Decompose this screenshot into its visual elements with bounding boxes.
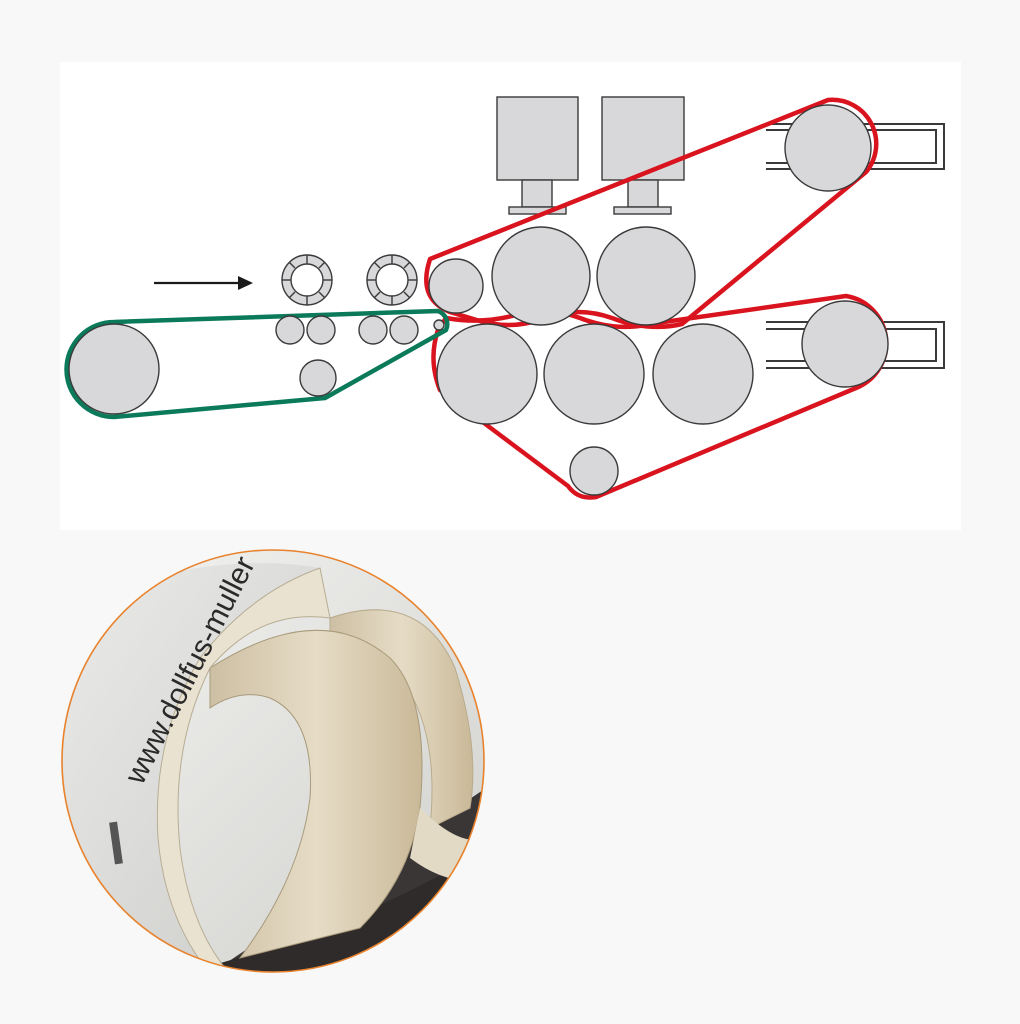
lower-return-roller bbox=[569, 446, 619, 496]
feed-idler-roller-2 bbox=[306, 315, 336, 345]
press-diagram bbox=[64, 96, 945, 500]
guide-ring-roller-1 bbox=[281, 254, 333, 306]
drive-motor-right bbox=[601, 96, 685, 215]
felt-belt-photo: www.dollfus-muller bbox=[60, 548, 486, 974]
belt-logo-mark bbox=[109, 821, 123, 865]
feed-belt bbox=[64, 308, 450, 420]
photo-border-ring bbox=[61, 549, 485, 973]
feed-nose-roller bbox=[433, 319, 445, 331]
upper-entry-roller bbox=[428, 258, 484, 314]
guide-ring-roller-2 bbox=[366, 254, 418, 306]
feed-drive-roller bbox=[68, 323, 160, 415]
feed-idler-roller-3 bbox=[358, 315, 388, 345]
lower-press-roller-1 bbox=[436, 323, 538, 425]
process-diagram-panel bbox=[60, 62, 961, 530]
feed-idler-roller-4 bbox=[389, 315, 419, 345]
lower-tension-roller bbox=[801, 300, 889, 388]
feed-direction-arrow bbox=[154, 276, 253, 290]
feed-idler-roller-1 bbox=[275, 315, 305, 345]
lower-press-roller-3 bbox=[652, 323, 754, 425]
upper-press-roller-1 bbox=[491, 226, 591, 326]
drive-motor-left bbox=[496, 96, 579, 215]
upper-press-roller-2 bbox=[596, 226, 696, 326]
upper-press-belt bbox=[424, 97, 879, 330]
felt-belt-image: www.dollfus-muller bbox=[61, 549, 485, 973]
feed-tension-roller bbox=[299, 359, 337, 397]
lower-press-roller-2 bbox=[543, 323, 645, 425]
upper-tension-roller bbox=[784, 104, 872, 192]
